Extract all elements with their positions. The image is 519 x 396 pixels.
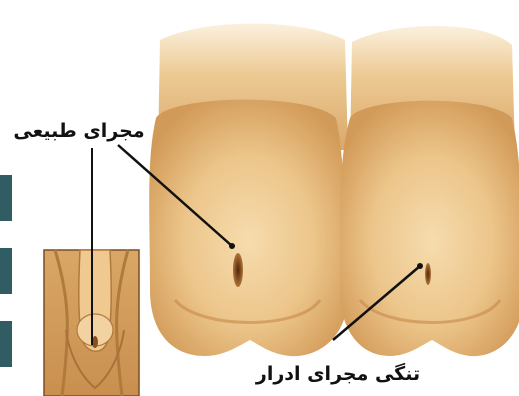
stricture-meatus-dot (417, 263, 423, 269)
urethral-stricture-label: تنگی مجرای ادرار (232, 363, 444, 385)
stricture-glans-illustration (340, 26, 519, 356)
normal-meatus-label: مجرای طبیعی (0, 120, 158, 142)
normal-meatus-dot (229, 243, 235, 249)
normal-glans-illustration (149, 24, 348, 357)
